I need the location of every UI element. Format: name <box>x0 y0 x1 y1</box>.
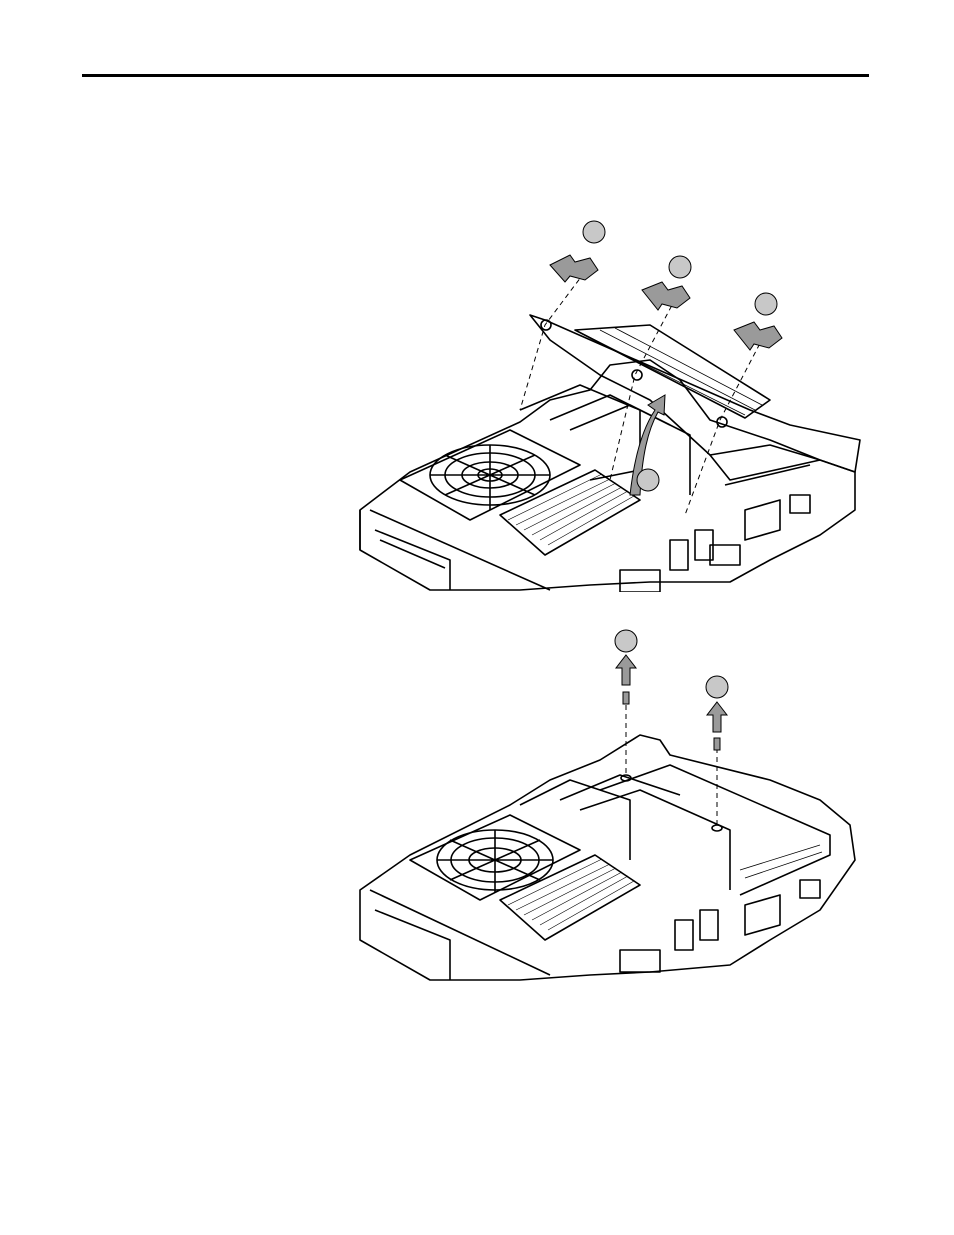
callout-circle-1 <box>583 221 605 243</box>
header-rule <box>82 74 869 77</box>
callout-circle-2 <box>669 256 691 278</box>
cover-panel <box>530 315 860 472</box>
up-arrow-2 <box>707 702 727 732</box>
screw-line-1 <box>520 265 590 410</box>
callout-circle-2 <box>706 676 728 698</box>
heatsink <box>500 855 640 940</box>
callout-circle-4 <box>637 469 659 491</box>
rotate-arrow-2 <box>642 282 690 310</box>
screw-removal-illustration <box>350 620 870 982</box>
callout-circle-1 <box>615 630 637 652</box>
figure-remove-cover <box>350 210 870 592</box>
figure-remove-screws <box>350 620 870 982</box>
heatsink <box>500 470 640 555</box>
rotate-arrow-3 <box>734 322 782 350</box>
screw-2 <box>714 738 720 750</box>
callout-circle-3 <box>755 293 777 315</box>
rotate-arrow-1 <box>550 255 598 282</box>
screw-1 <box>623 692 629 704</box>
chassis-top-edge <box>370 510 550 590</box>
cover-removal-illustration <box>350 210 870 592</box>
up-arrow-1 <box>616 655 636 685</box>
riser-card <box>600 765 830 895</box>
